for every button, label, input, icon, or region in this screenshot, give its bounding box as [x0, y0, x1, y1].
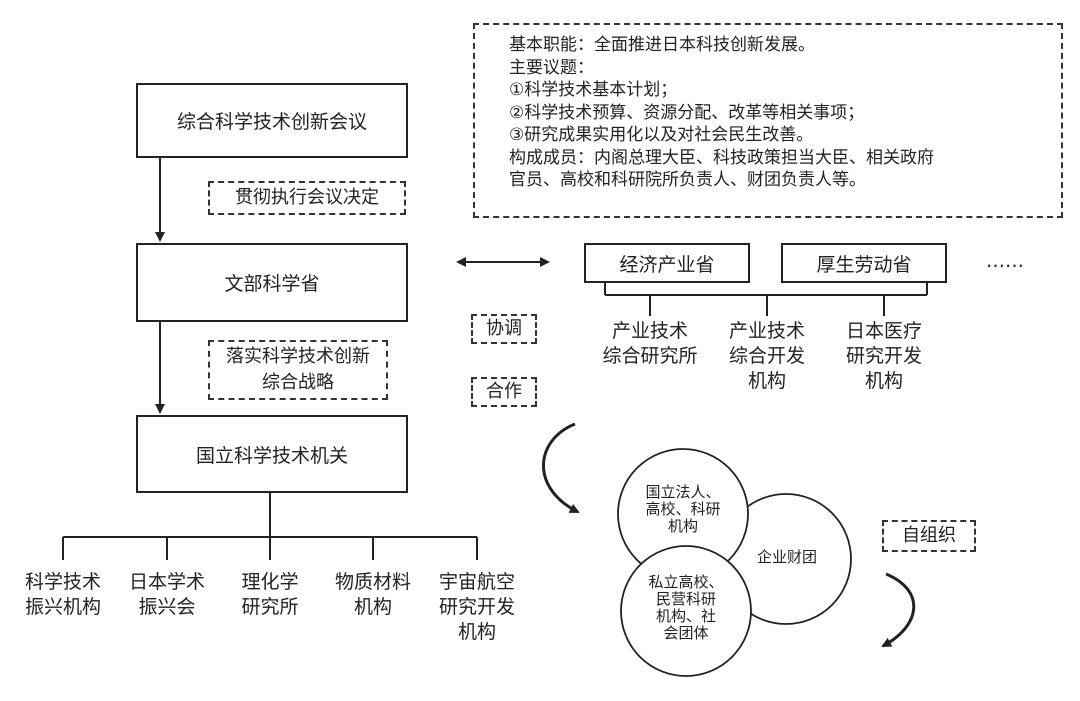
- implement-label: 贯彻执行会议决定: [235, 187, 379, 208]
- circle-private: [620, 545, 752, 677]
- curved-arrow-left: [542, 422, 580, 514]
- more-ellipsis: ……: [986, 250, 1024, 272]
- coordinate-label: 协调: [486, 318, 522, 339]
- child-line: 机构: [864, 370, 903, 392]
- child-line: 机构: [353, 596, 392, 618]
- info-line: 基本职能：全面推进日本科技创新发展。: [509, 35, 815, 55]
- meti-box: 经济产业省: [584, 243, 750, 283]
- info-line: 官员、高校和科研院所负责人、财团负责人等。: [509, 170, 866, 190]
- strategy-label-line: 综合战略: [262, 372, 334, 393]
- circle-line: 会团体: [663, 624, 709, 642]
- meti-label: 经济产业省: [619, 253, 715, 276]
- child-line: 产业技术: [728, 320, 805, 342]
- mext-box: 文部科学省: [136, 243, 408, 322]
- child-line: 宇宙航空: [438, 571, 515, 593]
- child-line: 研究所: [241, 596, 299, 618]
- mext-label: 文部科学省: [224, 273, 320, 295]
- child-line: 研究开发: [845, 345, 922, 367]
- circle-national-corp-text: 国立法人、 高校、科研 机构: [633, 484, 733, 535]
- info-line: ①科学技术基本计划；: [509, 80, 678, 100]
- info-line: 构成成员：内阁总理大臣、科技政策担当大臣、相关政府: [509, 147, 934, 168]
- child-line: 产业技术: [611, 320, 688, 342]
- strategy-label-line: 落实科学技术创新: [226, 346, 370, 367]
- child-line: 综合开发: [728, 345, 805, 367]
- child-line: 日本学术: [128, 571, 205, 593]
- info-line: ②科学技术预算、资源分配、改革等相关事项；: [509, 102, 865, 123]
- self-organize-label-box: 自组织: [882, 520, 976, 552]
- ministry-child-2: 产业技术 综合开发 机构: [707, 319, 827, 394]
- circle-line: 私立高校、: [648, 573, 724, 591]
- curved-arrow-right: [881, 572, 916, 648]
- cooperate-label: 合作: [486, 381, 522, 402]
- cooperate-label-box: 合作: [471, 377, 537, 407]
- circle-line: 高校、科研: [645, 500, 721, 518]
- implement-label-box: 贯彻执行会议决定: [208, 181, 406, 215]
- mhlw-label: 厚生劳动省: [816, 253, 912, 276]
- national-child-5: 宇宙航空 研究开发 机构: [427, 570, 527, 645]
- circle-enterprise-text: 企业财团: [756, 548, 817, 566]
- child-line: 振兴机构: [24, 596, 101, 618]
- mhlw-box: 厚生劳动省: [781, 243, 947, 283]
- child-line: 振兴会: [138, 596, 196, 618]
- circle-line: 机构: [667, 517, 698, 535]
- circle-line: 国立法人、: [645, 483, 721, 501]
- ministry-child-3: 日本医疗 研究开发 机构: [824, 319, 944, 394]
- child-line: 物质材料: [334, 571, 411, 593]
- child-line: 理化学: [241, 571, 299, 593]
- info-line: ③研究成果实用化以及对社会民生改善。: [509, 125, 814, 145]
- council-info-box: 基本职能：全面推进日本科技创新发展。 主要议题： ①科学技术基本计划； ②科学技…: [473, 23, 1063, 218]
- child-line: 科学技术: [24, 571, 101, 593]
- council-label: 综合科学技术创新会议: [176, 111, 367, 133]
- circle-line: 民营科研: [655, 590, 716, 608]
- national-box: 国立科学技术机关: [136, 415, 408, 493]
- circle-private-text: 私立高校、 民营科研 机构、社 会团体: [636, 574, 736, 642]
- info-line: 主要议题：: [509, 57, 594, 78]
- child-line: 机构: [747, 370, 786, 392]
- national-child-4: 物质材料 机构: [323, 570, 423, 620]
- national-child-3: 理化学 研究所: [220, 570, 320, 620]
- child-line: 日本医疗: [845, 320, 922, 342]
- ministry-child-1: 产业技术 综合研究所: [590, 319, 710, 369]
- child-line: 综合研究所: [602, 345, 698, 367]
- coordinate-label-box: 协调: [471, 314, 537, 344]
- council-box: 综合科学技术创新会议: [136, 83, 408, 158]
- national-child-2: 日本学术 振兴会: [117, 570, 217, 620]
- circle-line: 机构、社: [655, 607, 716, 625]
- self-organize-label: 自组织: [902, 525, 956, 546]
- child-line: 机构: [457, 621, 496, 643]
- child-line: 研究开发: [438, 596, 515, 618]
- national-label: 国立科学技术机关: [195, 444, 348, 467]
- strategy-label-box: 落实科学技术创新 综合战略: [208, 340, 388, 400]
- national-child-1: 科学技术 振兴机构: [13, 570, 113, 620]
